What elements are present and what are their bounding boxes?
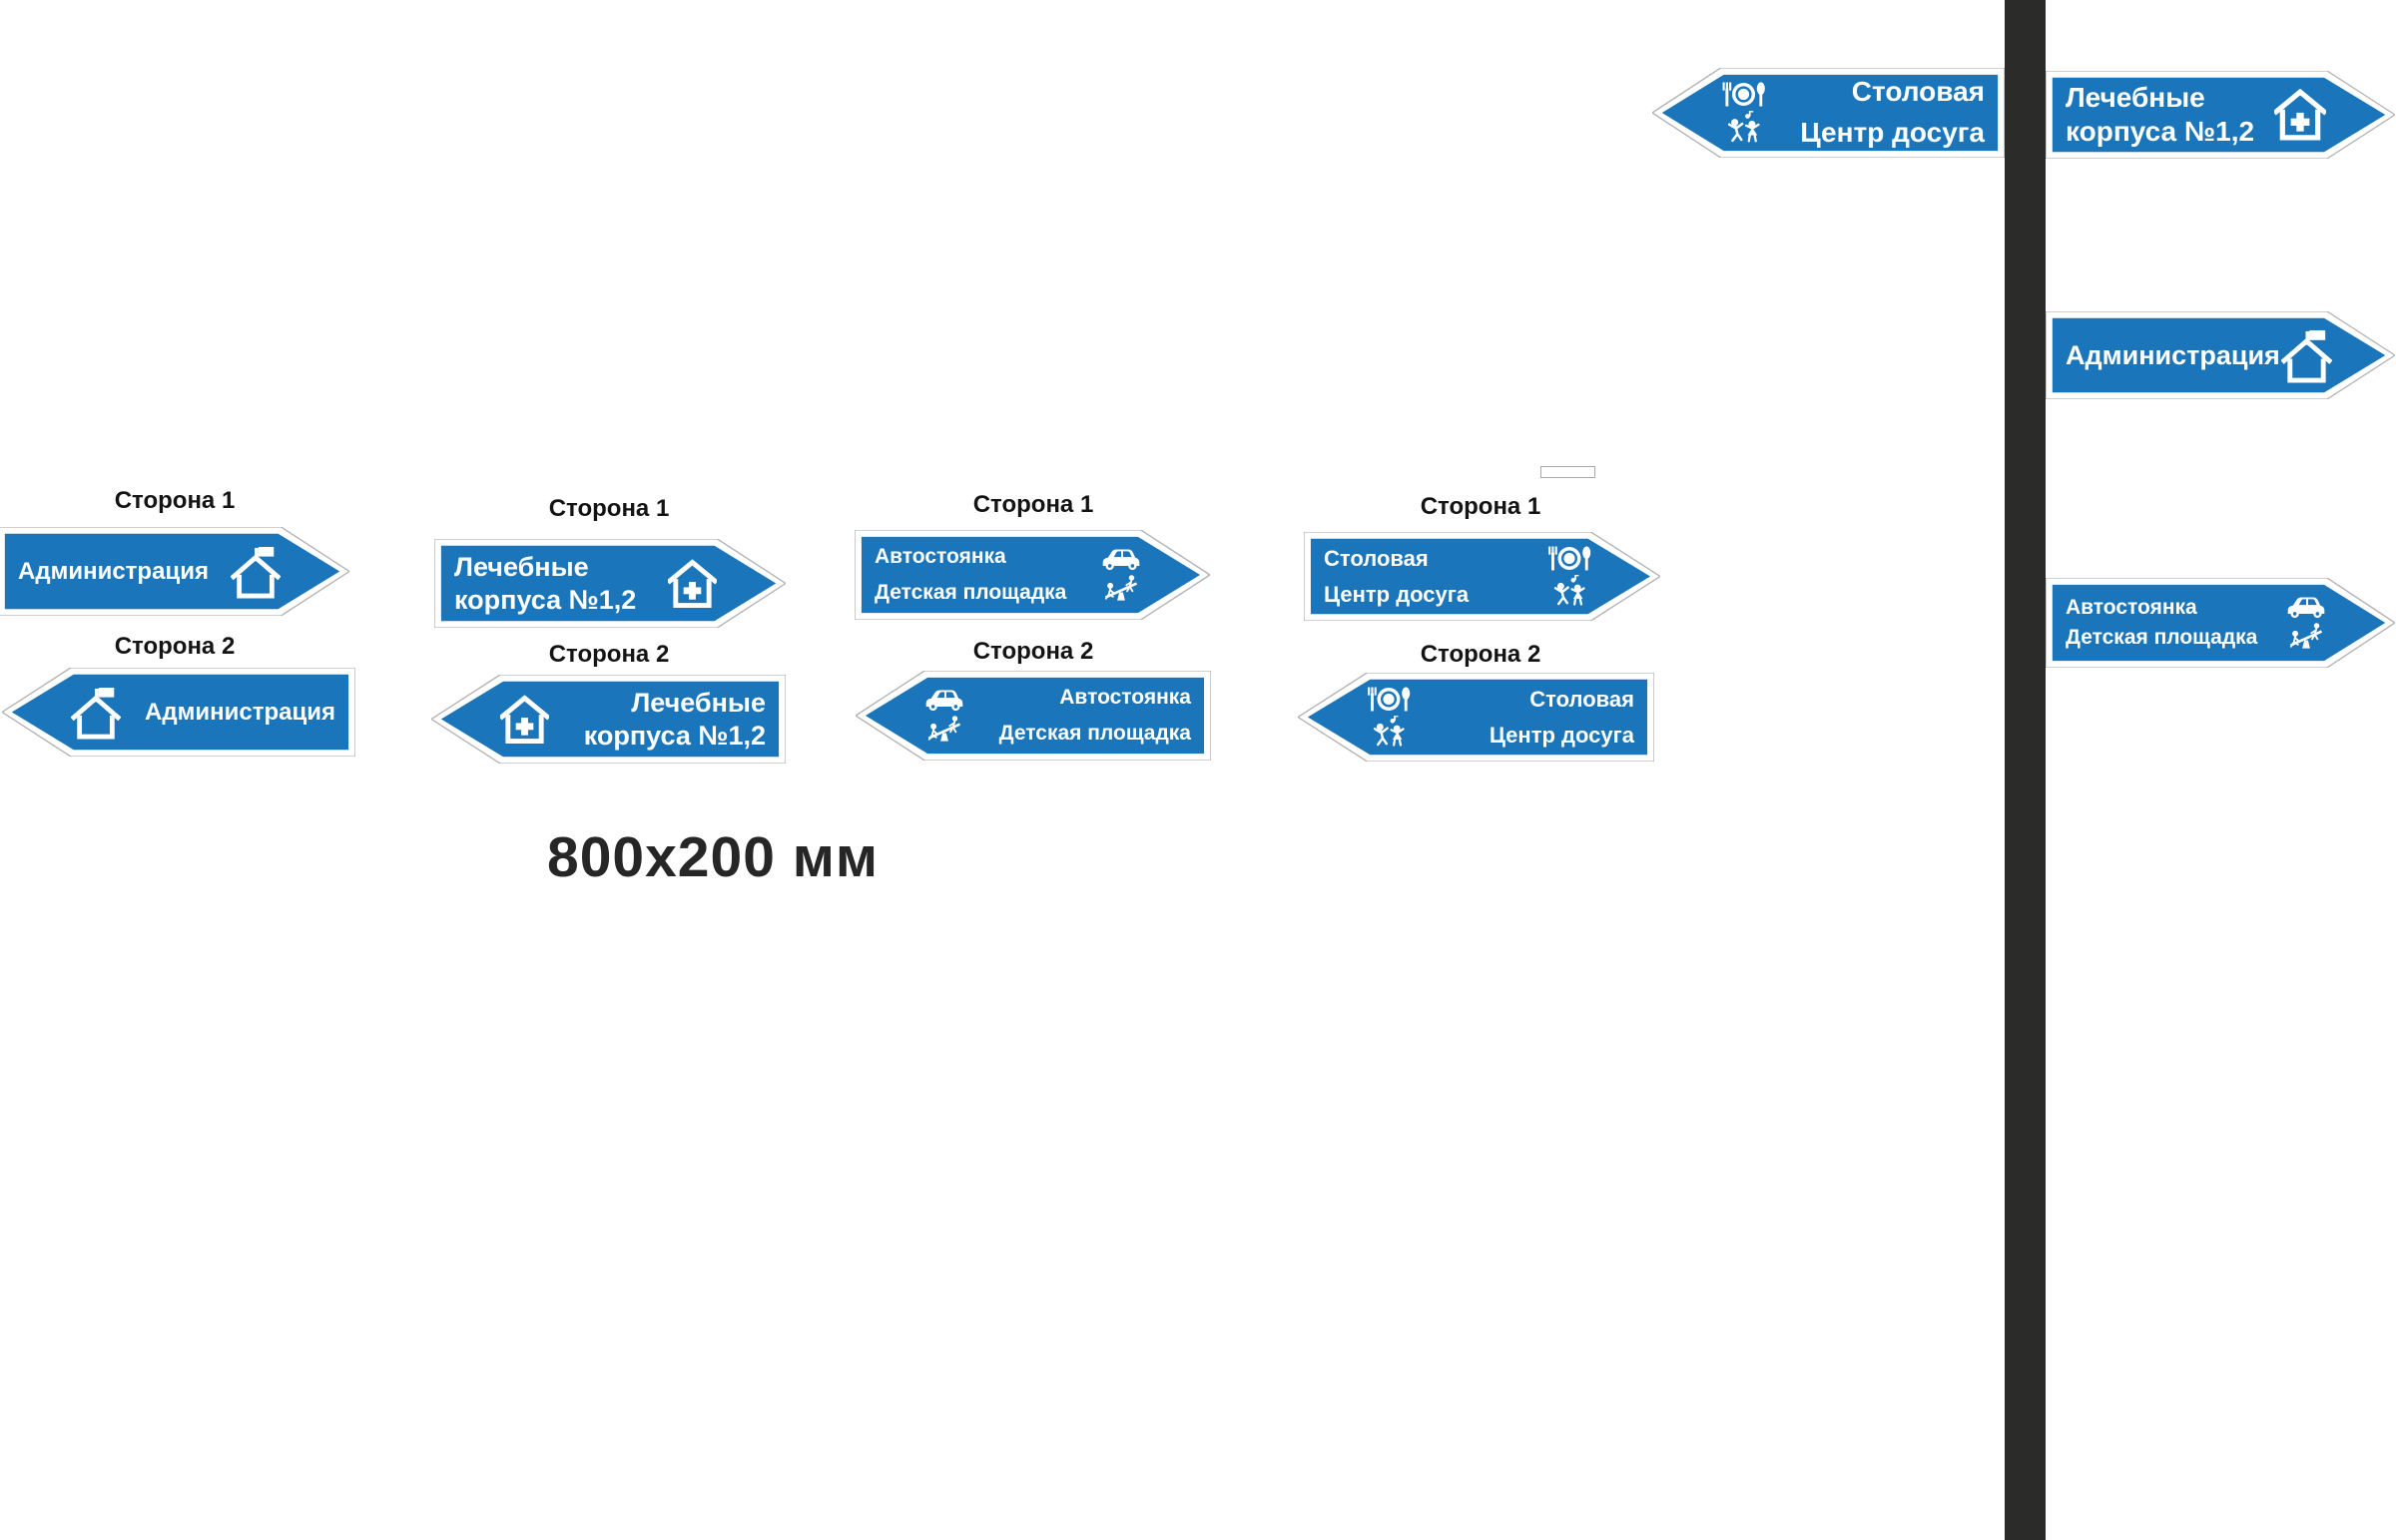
sign-line: Детская площадка (998, 722, 1191, 745)
pole-sign-parking-right: Автостоянка Детская площадка (2046, 578, 2395, 668)
grid-sign-parking-side2: Автостоянка Детская площадка (856, 671, 1211, 761)
sign-text: Лечебные корпуса №1,2 (584, 687, 766, 753)
side2-label: Сторона 2 (114, 633, 236, 660)
sign-line: Центр досуга (1324, 581, 1470, 607)
car-icon (1101, 547, 1141, 571)
house-cross-icon (2274, 89, 2326, 141)
sign-text: Автостоянка Детская площадка (999, 680, 1191, 751)
sign-line: Столовая (1529, 687, 1634, 713)
grid-sign-admin-side2: Администрация (2, 668, 355, 757)
sign-text: Автостоянка Детская площадка (875, 539, 1066, 610)
sign-line: Администрация (145, 698, 335, 726)
house-cross-icon (500, 695, 549, 745)
grid-sign-admin-side1: Администрация (0, 527, 349, 616)
side1-label: Сторона 1 (548, 495, 670, 522)
sign-text: Столовая Центр досуга (1324, 541, 1469, 611)
sign-text: Администрация (18, 558, 209, 586)
sign-line: корпуса №1,2 (454, 584, 637, 615)
sign-line: Центр досуга (1489, 722, 1634, 748)
side2-label: Сторона 2 (1420, 641, 1541, 668)
dance-icon (1724, 111, 1763, 145)
seesaw-icon (1103, 575, 1139, 603)
grid-sign-medical-side1: Лечебные корпуса №1,2 (434, 539, 786, 628)
sign-line: Автостоянка (2066, 595, 2197, 619)
side1-label: Сторона 1 (972, 491, 1094, 518)
sign-line: Автостоянка (1059, 686, 1191, 710)
sign-text: Администрация (2066, 339, 2280, 372)
sign-line: Столовая (1324, 546, 1429, 572)
sign-line: Лечебные (454, 551, 589, 582)
sign-text: Лечебные корпуса №1,2 (454, 551, 636, 617)
house-cross-icon (668, 559, 717, 609)
side1-label: Сторона 1 (1420, 493, 1541, 520)
side1-label: Сторона 1 (114, 487, 236, 514)
sign-line: Детская площадка (875, 581, 1067, 604)
dining-icon (1547, 546, 1591, 571)
pole-sign-medical-right: Лечебные корпуса №1,2 (2046, 71, 2395, 159)
pole-sign-admin-right: Администрация (2046, 311, 2395, 399)
sign-text: Лечебные корпуса №1,2 (2066, 81, 2254, 149)
sign-line: Лечебные (631, 687, 766, 718)
sign-line: Администрация (2066, 339, 2280, 370)
sign-line: Администрация (18, 557, 209, 585)
grid-sign-medical-side2: Лечебные корпуса №1,2 (431, 675, 786, 764)
house-flag-icon (231, 545, 281, 599)
sign-line: Лечебные (2066, 81, 2205, 113)
dance-icon (1550, 575, 1588, 608)
artifact-rectangle (1540, 466, 1595, 478)
car-icon (924, 688, 964, 712)
house-flag-icon (2280, 328, 2333, 383)
dining-icon (1367, 687, 1411, 712)
sign-line: Центр досуга (1800, 117, 1985, 148)
sign-line: Детская площадка (2066, 626, 2258, 649)
house-flag-icon (71, 686, 121, 740)
grid-sign-parking-side1: Автостоянка Детская площадка (855, 530, 1210, 620)
side2-label: Сторона 2 (548, 641, 670, 668)
sign-line: Столовая (1851, 76, 1985, 108)
sign-line: корпуса №1,2 (583, 720, 766, 751)
sign-line: корпуса №1,2 (2066, 116, 2255, 147)
sign-text: Столовая Центр досуга (1490, 682, 1634, 752)
dimension-label: 800x200 мм (547, 825, 880, 889)
grid-sign-leisure-side2: Столовая Центр досуга (1298, 673, 1654, 762)
pole-sign-leisure-left: Столовая Центр досуга (1652, 68, 2005, 158)
side2-label: Сторона 2 (972, 638, 1094, 665)
car-icon (2286, 595, 2326, 619)
seesaw-icon (2288, 623, 2324, 651)
sign-pole (2005, 0, 2046, 1540)
grid-sign-leisure-side1: Столовая Центр досуга (1304, 532, 1660, 621)
sign-text: Администрация (145, 699, 335, 727)
dining-icon (1721, 82, 1766, 107)
sign-text: Столовая Центр досуга (1800, 72, 1985, 153)
seesaw-icon (926, 716, 962, 744)
sign-line: Автостоянка (875, 545, 1006, 569)
sign-text: Автостоянка Детская площадка (2066, 593, 2257, 654)
dance-icon (1370, 716, 1408, 749)
